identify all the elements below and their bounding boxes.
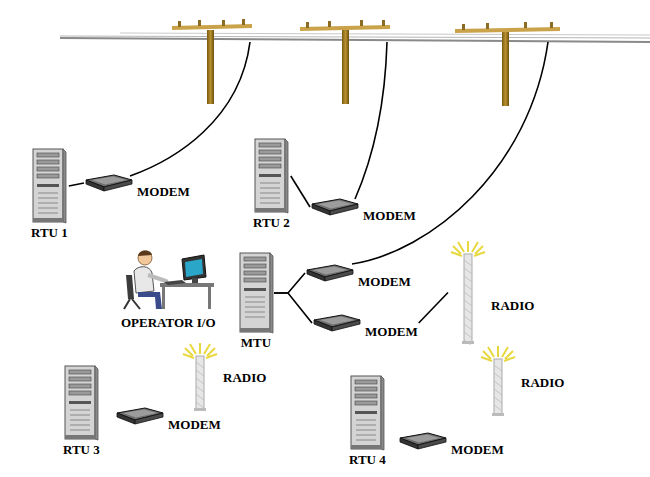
device-label: MODEM [362, 208, 417, 223]
modem-node: MODEM [115, 405, 222, 432]
radio-node: RADIO [180, 342, 267, 412]
modem-node: MODEM [84, 172, 191, 199]
operator-workstation-icon [120, 245, 216, 313]
modem-node: MODEM [312, 312, 419, 339]
device-label: MODEM [364, 324, 419, 339]
device-label: RADIO [520, 375, 565, 390]
device-label: MODEM [450, 442, 505, 457]
radio-tower-icon [180, 342, 220, 412]
operator-node: OPERATOR I/O [120, 245, 217, 330]
device-label: MODEM [136, 184, 191, 199]
device-label: MTU [240, 335, 272, 350]
server-node: RTU 2 [252, 138, 291, 230]
radio-tower-icon [448, 240, 488, 345]
server-tower-icon [31, 148, 67, 224]
radio-node: RADIO [478, 345, 565, 417]
modem-icon [398, 430, 448, 452]
radio-node: RADIO [448, 240, 535, 345]
drop-line [130, 42, 250, 176]
server-node: RTU 3 [62, 365, 101, 457]
device-label: MODEM [357, 274, 412, 289]
device-label: RTU 2 [252, 215, 291, 230]
device-label: MODEM [167, 417, 222, 432]
server-tower-icon [63, 365, 99, 441]
overhead-wire [60, 36, 650, 38]
modem-icon [305, 262, 355, 284]
server-tower-icon [253, 138, 289, 214]
device-label: RTU 3 [62, 442, 101, 457]
server-tower-icon [349, 375, 385, 451]
modem-node: MODEM [310, 196, 417, 223]
modem-node: MODEM [305, 262, 412, 289]
modem-icon [84, 172, 134, 194]
utility-pole [300, 20, 390, 104]
device-label: RTU 1 [30, 225, 69, 240]
cable-connector [274, 273, 305, 293]
cable-connector [291, 176, 310, 207]
server-tower-icon [238, 252, 274, 334]
cable-connector [274, 293, 312, 323]
modem-node: MODEM [398, 430, 505, 457]
drop-line [352, 42, 548, 264]
modem-icon [310, 196, 360, 218]
drop-line [355, 42, 387, 199]
cable-connector [419, 293, 448, 324]
cable-connector [69, 183, 84, 186]
device-label: RADIO [490, 298, 535, 313]
device-label: RTU 4 [348, 452, 387, 467]
modem-icon [115, 405, 165, 427]
overhead-wire [60, 38, 650, 42]
overhead-wire [120, 33, 650, 35]
device-label: RADIO [222, 370, 267, 385]
server-node: RTU 4 [348, 375, 387, 467]
server-node: MTU [238, 252, 274, 350]
radio-tower-icon [478, 345, 518, 417]
modem-icon [312, 312, 362, 334]
server-node: RTU 1 [30, 148, 69, 240]
utility-pole [172, 19, 252, 104]
device-label: OPERATOR I/O [120, 315, 217, 330]
